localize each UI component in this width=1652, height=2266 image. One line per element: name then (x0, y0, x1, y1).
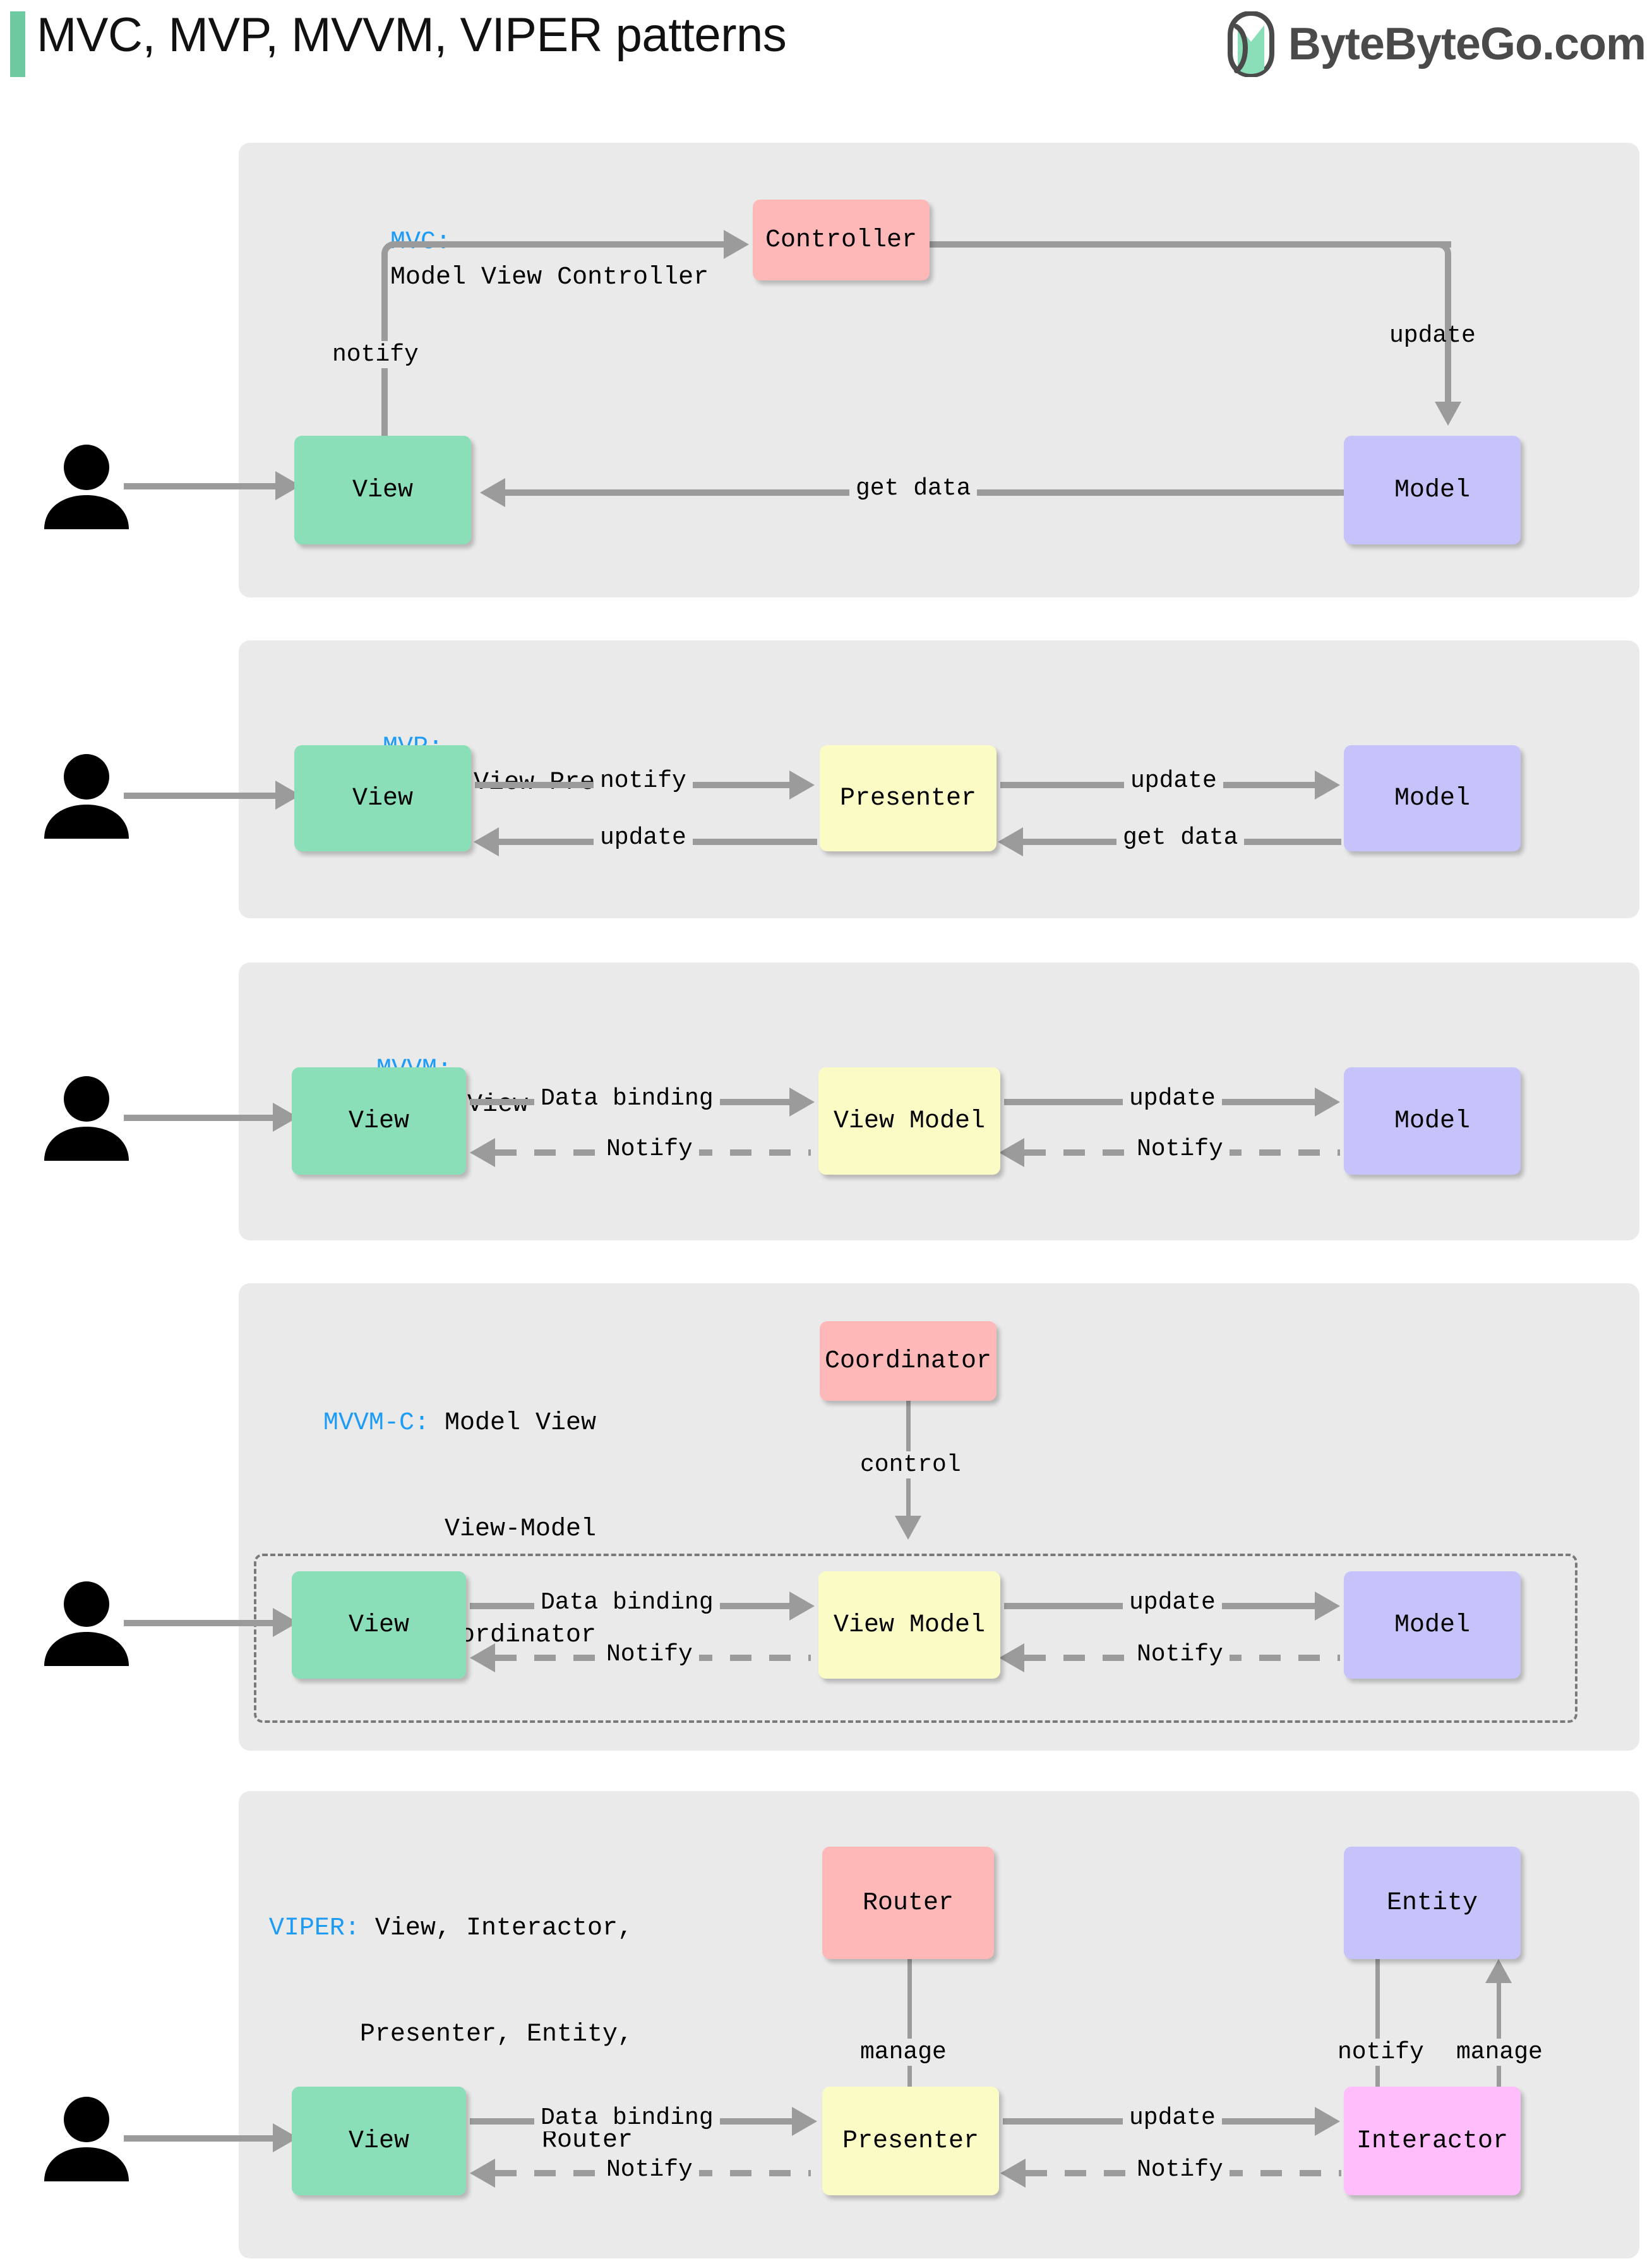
edge-notify-horizontal (404, 241, 727, 248)
brand-text: ByteByteGo.com (1288, 19, 1646, 69)
node-presenter-mvp[interactable]: Presenter (820, 745, 997, 851)
edge-user-to-view (124, 2135, 277, 2142)
node-interactor[interactable]: Interactor (1344, 2087, 1521, 2195)
node-model-mvvmc[interactable]: Model (1344, 1571, 1521, 1679)
user-icon (44, 1581, 129, 1666)
section-subtitle-mvvmc-l1: Model View (444, 1409, 596, 1437)
arrowhead-notify-to-controller (724, 230, 749, 259)
edge-label-update-mvp: update (1124, 767, 1223, 794)
user-icon (44, 2097, 129, 2181)
edge-notify-elbow (381, 241, 407, 267)
node-model-mvp[interactable]: Model (1344, 745, 1521, 851)
section-subtitle-viper-l2: Presenter, Entity, (359, 2020, 633, 2049)
arrowhead-update-to-model (1315, 770, 1340, 800)
node-model-mvc[interactable]: Model (1344, 436, 1521, 544)
arrowhead-update-to-model (1315, 1088, 1340, 1117)
page-header: MVC, MVP, MVVM, VIPER patterns ByteByteG… (0, 0, 1652, 101)
arrowhead-notify-to-view (470, 1138, 495, 1167)
edge-label-notify-model-mvvmc: Notify (1130, 1641, 1230, 1668)
node-viewmodel-mvvm[interactable]: View Model (818, 1067, 1000, 1175)
edge-label-update-mvvm: update (1123, 1085, 1222, 1112)
node-coordinator[interactable]: Coordinator (820, 1321, 997, 1401)
page-title: MVC, MVP, MVVM, VIPER patterns (37, 8, 787, 62)
edge-label-getdata-mvc: get data (849, 475, 978, 502)
node-presenter-viper[interactable]: Presenter (822, 2087, 999, 2195)
brand-logo-group: ByteByteGo.com (1224, 11, 1646, 77)
edge-label-notify-mvp: notify (594, 767, 693, 794)
section-subtitle-viper-l1: View, Interactor, (374, 1914, 633, 1943)
arrowhead-notify-to-viewmodel (999, 1643, 1024, 1672)
edge-label-notify-interactor-viper: Notify (1130, 2156, 1230, 2183)
node-entity[interactable]: Entity (1344, 1847, 1521, 1959)
edge-user-to-view (124, 1115, 277, 1121)
edge-label-notify-view-mvvmc: Notify (600, 1641, 699, 1668)
mvvm-group-boundary (254, 1554, 1577, 1723)
edge-user-to-view (124, 1620, 277, 1626)
arrowhead-databinding-to-presenter (792, 2107, 817, 2136)
section-subtitle-mvc: Model View Controller (390, 263, 709, 292)
edge-update-elbow (1426, 241, 1451, 267)
edge-label-control-mvvmc: control (854, 1451, 967, 1478)
arrowhead-notify-to-presenter (1000, 2159, 1026, 2188)
arrowhead-control-to-viewmodel (895, 1516, 921, 1540)
node-controller[interactable]: Controller (753, 200, 930, 280)
node-view-mvp[interactable]: View (294, 745, 471, 851)
edge-label-notify-view-mvvm: Notify (600, 1136, 699, 1163)
node-view-mvc[interactable]: View (294, 436, 471, 544)
node-view-viper[interactable]: View (292, 2087, 466, 2195)
user-icon (44, 1076, 129, 1161)
edge-label-notify-model-mvvm: Notify (1130, 1136, 1230, 1163)
node-view-mvvmc[interactable]: View (292, 1571, 466, 1679)
arrowhead-update-to-model (1315, 1592, 1340, 1621)
user-icon (44, 754, 129, 839)
edge-label-manage-entity: manage (1450, 2039, 1549, 2066)
arrowhead-notify-to-view (470, 2159, 495, 2188)
edge-label-notify-mvc: notify (326, 341, 425, 368)
section-key-viper: VIPER: (268, 1914, 375, 1943)
edge-label-update-mvc: update (1389, 322, 1476, 349)
arrowhead-update-to-interactor (1315, 2107, 1340, 2136)
edge-label-manage-router: manage (854, 2039, 953, 2066)
edge-update-vertical (1445, 260, 1451, 404)
arrowhead-manage-to-entity (1485, 1959, 1512, 1983)
node-model-mvvm[interactable]: Model (1344, 1067, 1521, 1175)
arrowhead-notify-to-viewmodel (999, 1138, 1024, 1167)
edge-label-update-back-mvp: update (594, 824, 693, 851)
arrowhead-notify-to-presenter (789, 770, 815, 800)
edge-label-databinding-mvvmc: Data binding (534, 1589, 720, 1616)
section-key-mvvmc: MVVM-C: (323, 1409, 445, 1437)
arrowhead-databinding-to-viewmodel (789, 1088, 815, 1117)
node-view-mvvm[interactable]: View (292, 1067, 466, 1175)
title-accent-bar (10, 11, 25, 77)
user-icon (44, 445, 129, 529)
bytebytego-leaf-logo (1227, 11, 1274, 77)
arrowhead-update-to-view (474, 827, 499, 856)
section-subtitle-mvvmc-l2: View-Model (444, 1515, 596, 1544)
arrowhead-getdata-to-view (480, 478, 505, 507)
arrowhead-getdata-to-presenter (998, 827, 1023, 856)
edge-label-databinding-viper: Data binding (534, 2104, 720, 2131)
user-icon-mvvmc (39, 1296, 134, 1383)
edge-label-update-viper: update (1123, 2104, 1222, 2131)
node-router[interactable]: Router (822, 1847, 994, 1959)
edge-user-to-view (124, 483, 279, 489)
edge-label-update-mvvmc: update (1123, 1589, 1222, 1616)
edge-label-databinding-mvvm: Data binding (534, 1085, 720, 1112)
node-viewmodel-mvvmc[interactable]: View Model (818, 1571, 1000, 1679)
arrowhead-notify-to-view (470, 1643, 495, 1672)
edge-user-to-view (124, 793, 279, 799)
arrowhead-databinding-to-viewmodel (789, 1592, 815, 1621)
edge-label-getdata-mvp: get data (1116, 824, 1245, 851)
section-title-mvc: MVC: Model View Controller (299, 189, 709, 331)
edge-manage-entity-line (1497, 1983, 1501, 2154)
edge-label-notify-entity: notify (1331, 2039, 1430, 2066)
edge-label-notify-view-viper: Notify (600, 2156, 699, 2183)
section-panel-mvc: MVC: Model View Controller Controller (239, 143, 1639, 597)
edge-update-horizontal (878, 241, 1451, 248)
arrowhead-update-to-model (1435, 402, 1461, 426)
